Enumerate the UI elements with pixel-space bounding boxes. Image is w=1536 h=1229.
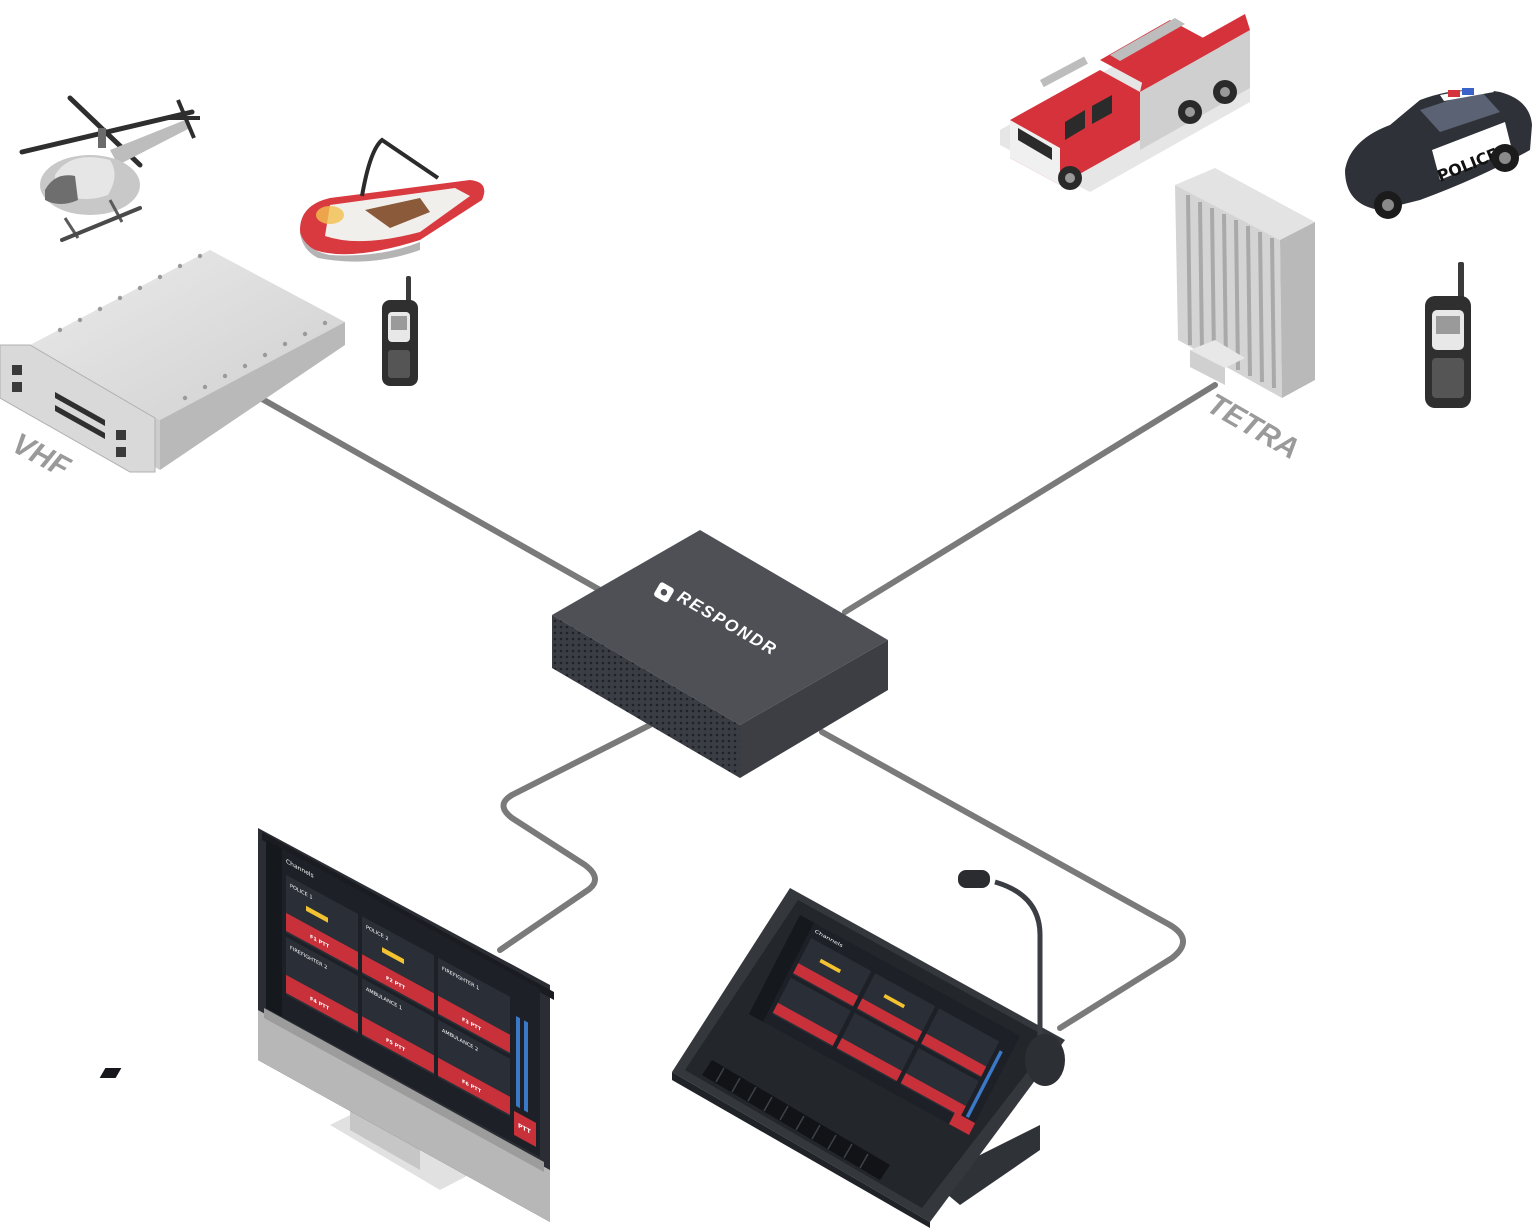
helicopter [19,95,200,242]
respondr-hub: RESPONDR [552,530,888,778]
console-f6-button[interactable] [900,1073,966,1117]
console-key-row [99,1068,122,1078]
level-meter [516,1016,520,1109]
respondr-logo-icon [654,582,674,603]
f5-ptt-button[interactable] [362,1016,434,1074]
cable-desktop [497,722,653,953]
cable-vhf [252,392,603,593]
cable-console [819,729,1186,1031]
walkie-talkie-left [382,276,418,386]
desktop-screen: Channels POLICE 1 POLICE 2 FIREFIGHTER 1… [266,840,540,1158]
console-f3-button[interactable] [921,1033,987,1077]
console-screen: Channels [748,915,1020,1136]
tetra-label: TETRA [1202,387,1305,466]
console-f5-button[interactable] [836,1037,902,1081]
f3-ptt-button[interactable] [438,995,510,1053]
boat [300,137,485,262]
tetra-base-station [1175,168,1315,398]
desktop-monitor: Channels POLICE 1 POLICE 2 FIREFIGHTER 1… [258,828,554,1222]
f4-ptt-button[interactable] [286,974,358,1033]
walkie-talkie-right [1425,262,1471,408]
console-f4-button[interactable] [772,1002,838,1046]
f1-ptt-button[interactable] [286,912,358,971]
console-level-meter [965,1050,1003,1118]
f6-ptt-button[interactable] [438,1057,510,1115]
police-car: POLICE [1345,86,1532,219]
desktop-channel-grid: POLICE 1 POLICE 2 FIREFIGHTER 1 FIREFIGH… [286,874,510,1117]
dispatch-console: Channels [99,870,1065,1228]
cables [252,382,1218,1031]
gooseneck-microphone [958,870,1065,1086]
console-f2-button[interactable] [857,998,923,1042]
main-ptt-button[interactable] [514,1110,536,1147]
f2-ptt-button[interactable] [362,954,434,1012]
level-meter [524,1020,528,1113]
console-ptt-button[interactable] [948,1112,976,1136]
fire-truck [1000,14,1250,192]
console-f1-button[interactable] [793,963,859,1007]
vhf-rack [0,250,345,473]
cable-tetra [842,382,1218,615]
